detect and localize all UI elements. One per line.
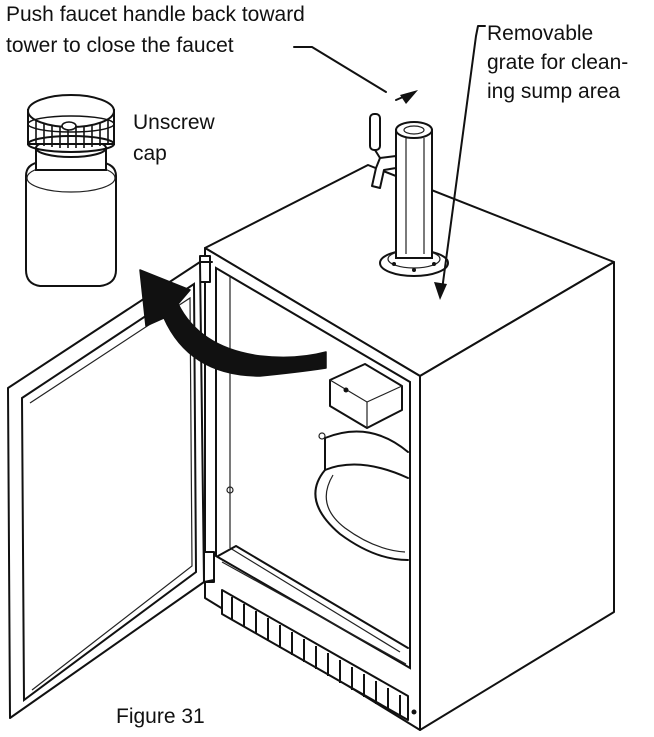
curved-arrow-icon <box>139 269 327 377</box>
kegerator-cabinet <box>199 164 615 731</box>
faucet-spout <box>371 155 397 189</box>
unscrew-cap-icon <box>25 94 117 287</box>
faucet-handle <box>369 113 381 151</box>
beer-tower-faucet <box>369 113 449 277</box>
bottle-body <box>25 161 117 287</box>
faucet-leader-line <box>293 46 418 104</box>
faucet-instruction-line2: tower to close the faucet <box>6 34 234 57</box>
figure-caption: Figure 31 <box>116 705 205 728</box>
door-panel <box>20 282 198 702</box>
cap-label-line2: cap <box>133 142 167 165</box>
tower-column <box>395 129 433 259</box>
grate-label-line2: grate for clean- <box>487 51 629 74</box>
faucet-instruction-line1: Push faucet handle back toward <box>6 3 305 26</box>
interior-bracket <box>329 363 403 429</box>
cap-label-line1: Unscrew <box>133 111 215 134</box>
open-door <box>7 261 215 719</box>
grate-label-line3: ing sump area <box>487 80 621 103</box>
grate-label-line1: Removable <box>487 22 594 45</box>
grate-leader-line <box>434 25 486 300</box>
